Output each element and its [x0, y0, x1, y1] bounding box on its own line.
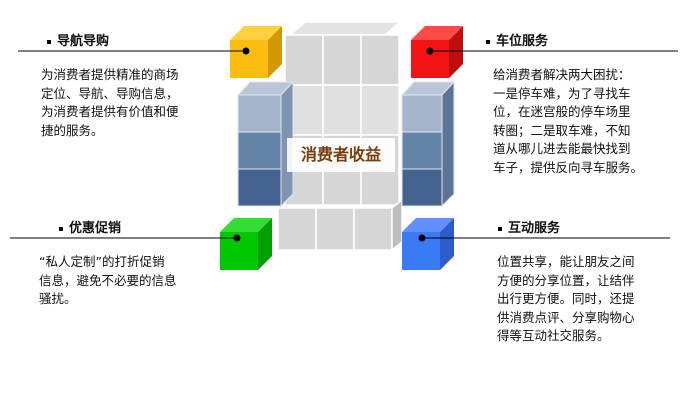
- body-line: 方便的分享位置，让结伴: [497, 272, 635, 288]
- body-line: 车子，提供反向寻车服务。: [493, 159, 644, 175]
- title-text: 优惠促销: [69, 221, 122, 236]
- body-line: 捷的服务。: [41, 122, 104, 138]
- title-text: 导航导购: [57, 34, 110, 49]
- section-title-promotions: 优惠促销: [59, 217, 121, 236]
- body-line: 信息，避免不必要的信息: [39, 272, 177, 288]
- gray-cube-block: [277, 21, 403, 252]
- section-body-promotions: “私人定制”的打折促销信息，避免不必要的信息骚扰。: [39, 253, 177, 309]
- section-title-navigation: 导航导购: [47, 30, 109, 49]
- body-line: 位置共享，能让朋友之间: [497, 254, 635, 269]
- body-line: 得等互动社交服务。: [497, 328, 610, 343]
- bullet-icon: [486, 39, 490, 44]
- body-line: 给消费者解决两大困扰：: [493, 67, 631, 82]
- bullet-icon: [59, 226, 63, 231]
- body-line: 为消费者提供精准的商场: [41, 67, 179, 82]
- body-line: 供消费点评、分享购物心: [497, 309, 635, 325]
- section-body-navigation: 为消费者提供精准的商场定位、导航、导购信息， 为消费者提供有价值和便捷的服务。: [41, 66, 179, 140]
- body-line: 道从哪儿进去能最快找到: [493, 141, 631, 156]
- section-body-parking: 给消费者解决两大困扰： 一是停车难，为了寻找车位，在迷宫般的停车场里转圈；二是取车…: [493, 66, 643, 177]
- section-title-interaction: 互动服务: [498, 217, 560, 236]
- title-text: 互动服务: [508, 221, 561, 236]
- section-title-parking: 车位服务: [486, 30, 548, 49]
- body-line: 为消费者提供有价值和便: [41, 104, 179, 119]
- body-line: 转圈；二是取车难，不知: [493, 122, 631, 138]
- blue-column-left: [236, 80, 295, 208]
- bullet-icon: [47, 39, 51, 44]
- center-label: 消费者收益: [287, 138, 395, 172]
- title-text: 车位服务: [496, 34, 549, 49]
- body-line: 位，在迷宫般的停车场里: [493, 104, 631, 119]
- body-line: 一是停车难，为了寻找车: [493, 85, 631, 101]
- body-line: 骚扰。: [39, 291, 77, 306]
- body-line: 出行更方便。同时，还提: [497, 291, 635, 306]
- body-line: 定位、导航、导购信息，: [41, 85, 179, 101]
- blue-cube: [402, 218, 454, 270]
- connector-lines: [10, 47, 678, 242]
- green-cube: [220, 218, 272, 270]
- yellow-cube: [230, 26, 282, 78]
- bullet-icon: [498, 226, 502, 231]
- section-body-interaction: 位置共享，能让朋友之间方便的分享位置，让结伴出行更方便。同时，还提供消费点评、分…: [497, 253, 635, 346]
- body-line: “私人定制”的打折促销: [39, 254, 165, 269]
- red-cube: [411, 26, 463, 78]
- blue-column-right: [400, 80, 456, 208]
